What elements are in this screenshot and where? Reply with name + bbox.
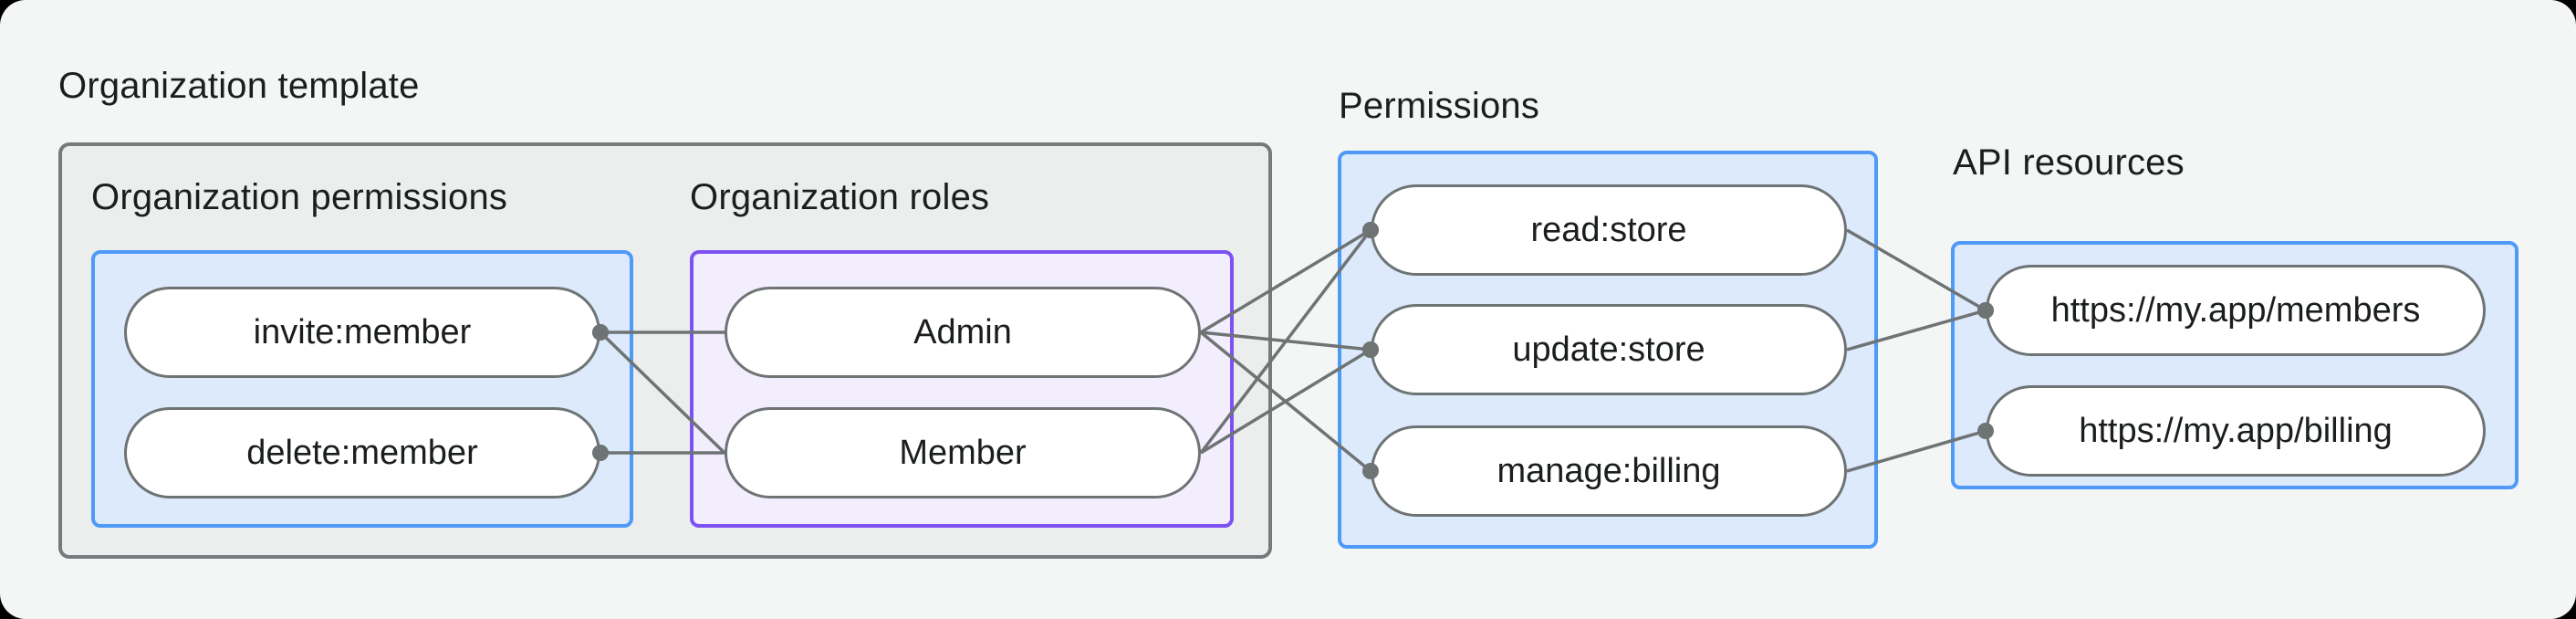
node-manage-billing: manage:billing [1371, 425, 1847, 517]
org-template-title: Organization template [58, 66, 420, 106]
node-read-store: read:store [1371, 184, 1847, 276]
node-invite-member: invite:member [124, 287, 600, 378]
node-admin: Admin [725, 287, 1201, 378]
node-update-store: update:store [1371, 304, 1847, 395]
node-delete-member: delete:member [124, 407, 600, 498]
node-api-members: https://my.app/members [1986, 265, 2486, 356]
permissions-title: Permissions [1339, 86, 1540, 126]
node-member: Member [725, 407, 1201, 498]
node-api-billing: https://my.app/billing [1986, 385, 2486, 477]
api-resources-title: API resources [1953, 142, 2185, 183]
org-roles-label: Organization roles [690, 177, 990, 217]
org-permissions-label: Organization permissions [91, 177, 508, 217]
